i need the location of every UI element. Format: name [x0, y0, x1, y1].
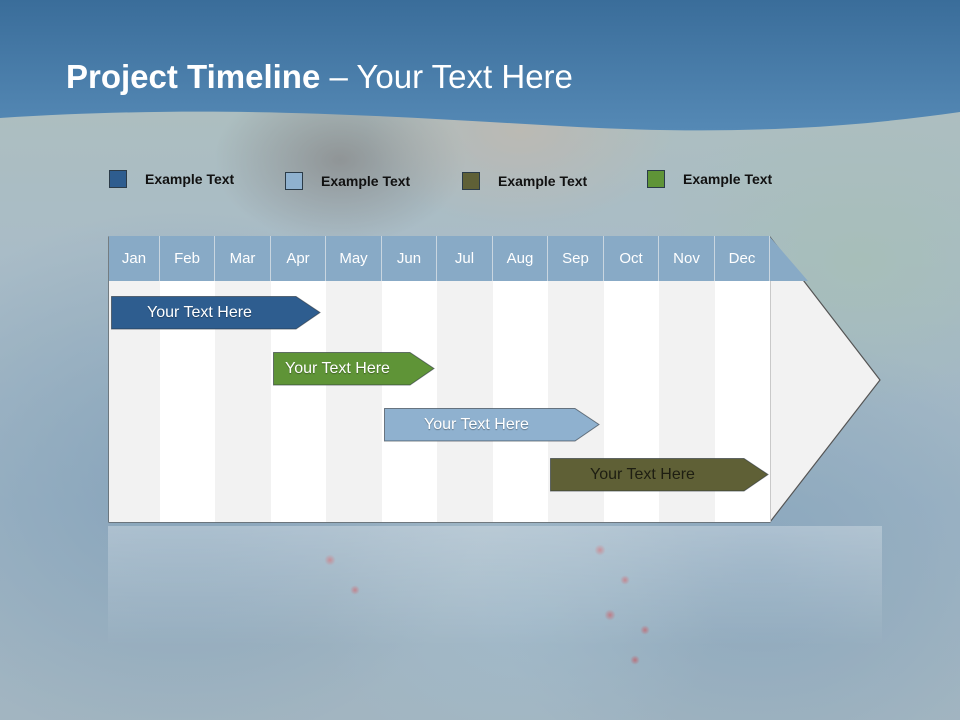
legend: Example Text Example Text Example Text E… — [0, 170, 960, 194]
header-band — [0, 0, 960, 131]
month-header-dec: Dec — [715, 236, 770, 281]
legend-swatch — [109, 170, 127, 188]
legend-item: Example Text — [647, 170, 772, 188]
month-header-feb: Feb — [160, 236, 215, 281]
legend-item: Example Text — [462, 172, 587, 190]
month-header-aug: Aug — [493, 236, 548, 281]
legend-label: Example Text — [145, 171, 235, 187]
background-decoration — [310, 530, 370, 610]
legend-label: Example Text — [498, 173, 588, 189]
task-label: Your Text Here — [285, 360, 390, 377]
task-label: Your Text Here — [147, 304, 252, 321]
month-header-nov: Nov — [659, 236, 715, 281]
month-header-apr: Apr — [271, 236, 326, 281]
month-header-oct: Oct — [604, 236, 659, 281]
background-decoration — [580, 520, 670, 670]
month-header-sep: Sep — [548, 236, 604, 281]
month-header-may: May — [326, 236, 382, 281]
task-arrow-shape — [273, 352, 435, 386]
column-divider — [770, 281, 771, 522]
task-arrow-shape — [550, 458, 769, 492]
legend-item: Example Text — [109, 170, 234, 188]
month-column — [382, 281, 437, 522]
legend-label: Example Text — [321, 173, 411, 189]
task-bar[interactable]: Your Text Here — [273, 352, 435, 386]
month-header-jun: Jun — [382, 236, 437, 281]
page-title: Project Timeline – Your Text Here — [66, 58, 573, 96]
task-arrow-shape — [111, 296, 321, 330]
task-bar[interactable]: Your Text Here — [384, 408, 600, 442]
task-arrow-shape — [384, 408, 600, 442]
title-strong: Project Timeline — [66, 58, 321, 95]
task-label: Your Text Here — [590, 466, 695, 483]
month-column — [493, 281, 548, 522]
month-column — [326, 281, 382, 522]
task-bar[interactable]: Your Text Here — [550, 458, 769, 492]
task-bar[interactable]: Your Text Here — [111, 296, 321, 330]
legend-swatch — [462, 172, 480, 190]
month-column — [437, 281, 493, 522]
timeline-reflection — [108, 526, 882, 646]
task-label: Your Text Here — [424, 416, 529, 433]
legend-item: Example Text — [285, 172, 410, 190]
legend-label: Example Text — [683, 171, 773, 187]
title-rest: – Your Text Here — [320, 58, 573, 95]
legend-swatch — [285, 172, 303, 190]
month-header-jul: Jul — [437, 236, 493, 281]
month-header-jan: Jan — [109, 236, 160, 281]
month-header-mar: Mar — [215, 236, 271, 281]
legend-swatch — [647, 170, 665, 188]
